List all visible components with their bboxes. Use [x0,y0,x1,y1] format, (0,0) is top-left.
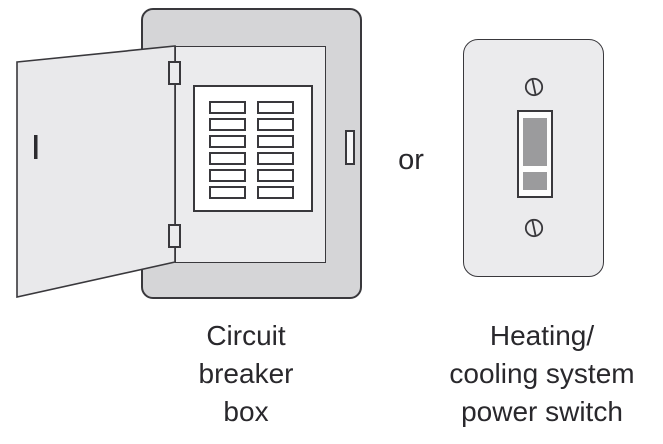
breaker-box-door [16,45,176,298]
plate-screw-top-icon [524,77,544,97]
door-hinge-top [168,61,181,85]
door-hinge-bottom [168,224,181,248]
breaker-switch [257,101,294,114]
toggle-stripe [523,166,547,172]
breaker-switch [209,135,246,148]
breaker-switch [209,186,246,199]
power-switch-caption: Heating/ cooling system power switch [449,320,635,427]
power-switch-toggle [517,110,553,198]
door-handle [34,135,38,159]
breaker-switch [257,135,294,148]
breaker-switch [209,169,246,182]
breaker-switch [257,186,294,199]
breaker-switch [257,118,294,131]
breaker-switch [209,101,246,114]
plate-screw-bottom-icon [524,218,544,238]
toggle-lever [523,118,547,190]
breaker-switch [209,152,246,165]
breaker-grid [209,101,294,199]
breaker-switch [257,152,294,165]
breaker-switch [209,118,246,131]
breaker-panel [193,85,313,212]
breaker-switch [257,169,294,182]
breaker-box-caption: Circuit breaker box [198,320,294,427]
door-panel [16,45,176,298]
or-label: or [398,144,424,176]
breaker-box-latch [345,130,355,165]
